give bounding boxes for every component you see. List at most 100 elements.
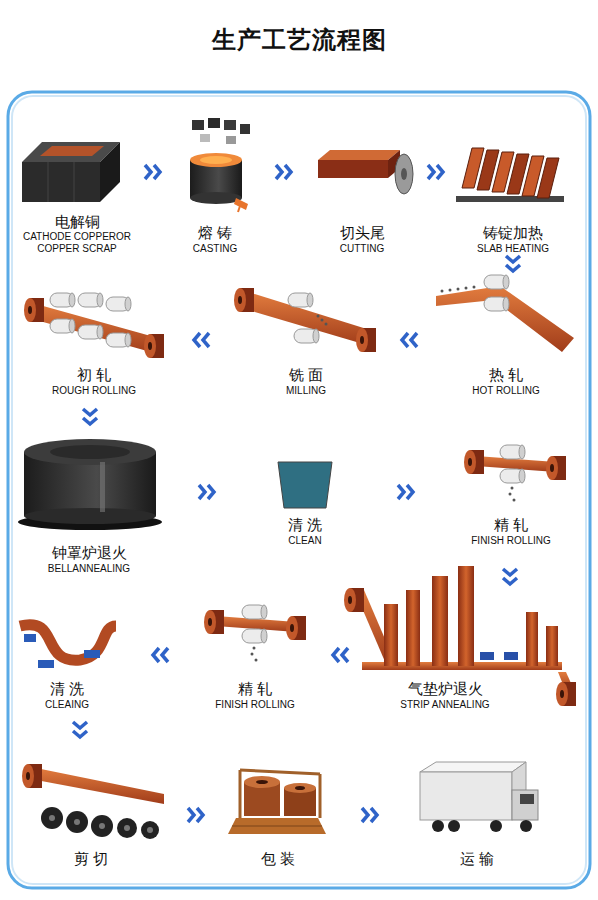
strip-annealing-art-part xyxy=(458,566,474,666)
step-name: 气垫炉退火 xyxy=(408,681,483,698)
process-step: 清 洗CLEAING xyxy=(14,606,120,712)
shearing-art-part xyxy=(99,823,105,829)
process-step: 铸锭加热SLAB HEATING xyxy=(454,128,572,256)
cutting-art-part xyxy=(401,168,407,180)
flow-arrow xyxy=(330,808,410,822)
packaging-art-part xyxy=(295,786,305,790)
finish-rolling-art-part xyxy=(546,456,566,480)
step-name-en: CLEAN xyxy=(288,535,321,547)
casting-art-part xyxy=(226,136,236,144)
process-step: 铣 面MILLING xyxy=(232,272,380,398)
cleaning-art-part xyxy=(24,634,36,642)
flow-arrow xyxy=(164,485,250,499)
step-name: 电解铜 xyxy=(55,214,100,231)
flow-arrow xyxy=(262,165,306,179)
process-step: 运 输 xyxy=(410,748,544,870)
strip-annealing-art-part xyxy=(480,652,494,660)
casting-art-part xyxy=(208,118,220,128)
milling-art-part xyxy=(288,293,313,307)
process-step: 切头尾CUTTING xyxy=(306,128,418,256)
step-name: 初 轧 xyxy=(77,367,112,384)
shearing-art-part xyxy=(141,821,159,839)
slab-heating-art xyxy=(456,148,564,202)
flow-arrow xyxy=(170,333,232,347)
truck-art-part xyxy=(420,772,512,820)
flow-arrow xyxy=(120,648,200,662)
cleaning-art-part xyxy=(84,650,100,658)
strip-annealing-art-part xyxy=(344,588,364,612)
casting-art-part xyxy=(224,120,236,130)
strip-annealing-art-part xyxy=(556,682,576,706)
cathode-copper-art-part xyxy=(100,142,120,202)
page-frame xyxy=(8,92,590,888)
flow-arrow xyxy=(73,712,87,748)
finish-rolling-art xyxy=(204,605,306,662)
process-step: 气垫炉退火STRIP ANNEALING xyxy=(370,606,520,712)
hot-rolling-art xyxy=(436,275,574,352)
flow-arrow xyxy=(418,165,454,179)
casting-art-part xyxy=(234,198,248,210)
step-name-en: BELLANNEALING xyxy=(48,563,130,575)
bell-furnace-art-part xyxy=(24,439,156,465)
clean-tank-art-part xyxy=(278,462,332,508)
truck-art-part xyxy=(490,820,502,832)
diagram-title: 生产工艺流程图 xyxy=(0,24,598,56)
flow-arrow xyxy=(83,398,97,436)
rough-rolling-art-part xyxy=(106,297,131,311)
strip-annealing-art-part xyxy=(406,590,420,666)
cutting-art-part xyxy=(395,154,413,194)
rough-rolling-art-part xyxy=(144,334,164,358)
step-name-en: ROUGH ROLLING xyxy=(52,385,136,397)
step-name-en: CATHODE COPPEROR COPPER SCRAP xyxy=(19,231,135,254)
hot-rolling-art-part xyxy=(473,286,476,289)
process-step: 钟罩炉退火BELLANNEALING xyxy=(14,436,164,576)
truck-art-part xyxy=(432,820,444,832)
flow-arrow xyxy=(166,808,226,822)
shearing-art-part xyxy=(41,807,63,829)
flow-arrow xyxy=(310,648,370,662)
step-name-en: CASTING xyxy=(193,243,237,255)
hot-rolling-art-part xyxy=(484,275,509,289)
process-step: 剪 切 xyxy=(16,748,166,870)
finish-rolling-art-part xyxy=(464,450,484,474)
shearing-art xyxy=(22,764,164,839)
truck-art-part xyxy=(420,762,526,772)
rough-rolling-art-part xyxy=(106,333,131,347)
process-step: 热 轧HOT ROLLING xyxy=(438,272,574,398)
cleaning-art-part xyxy=(20,625,116,661)
casting-art-part xyxy=(200,134,210,142)
step-name: 铸锭加热 xyxy=(483,225,543,242)
finish-rolling-art-part xyxy=(513,499,516,502)
strip-annealing-art-part xyxy=(526,612,538,666)
casting-art xyxy=(190,118,250,212)
step-name: 精 轧 xyxy=(494,517,529,534)
truck-art-part xyxy=(520,820,532,832)
cutting-art-part xyxy=(318,150,400,160)
cathode-copper-art-part xyxy=(22,162,100,202)
packaging-art-part xyxy=(256,780,268,784)
truck-art-part xyxy=(520,794,534,804)
flow-arrow xyxy=(360,485,452,499)
hot-rolling-art-part xyxy=(484,297,509,311)
hot-rolling-art-part xyxy=(436,286,574,352)
flow-arrow xyxy=(506,256,520,272)
step-name: 包 装 xyxy=(261,851,296,868)
packaging-art-part xyxy=(240,770,320,774)
cathode-copper-art xyxy=(22,142,120,202)
step-name: 清 洗 xyxy=(288,517,323,534)
milling-art-part xyxy=(294,329,319,343)
milling-art xyxy=(234,288,376,352)
finish-rolling-art-part xyxy=(255,659,258,662)
step-name-en: MILLING xyxy=(286,385,326,397)
milling-art-part xyxy=(321,319,324,322)
cathode-copper-art-part xyxy=(40,146,104,156)
shearing-art-part xyxy=(91,815,113,837)
process-step: 电解铜CATHODE COPPEROR COPPER SCRAP xyxy=(16,128,138,256)
bell-furnace-art-part xyxy=(100,462,105,512)
casting-art-part xyxy=(190,192,242,204)
shearing-art-part xyxy=(22,764,42,788)
finish-rolling-art-part xyxy=(509,493,512,496)
milling-art-part xyxy=(317,315,320,318)
packaging-art-part xyxy=(244,776,280,788)
